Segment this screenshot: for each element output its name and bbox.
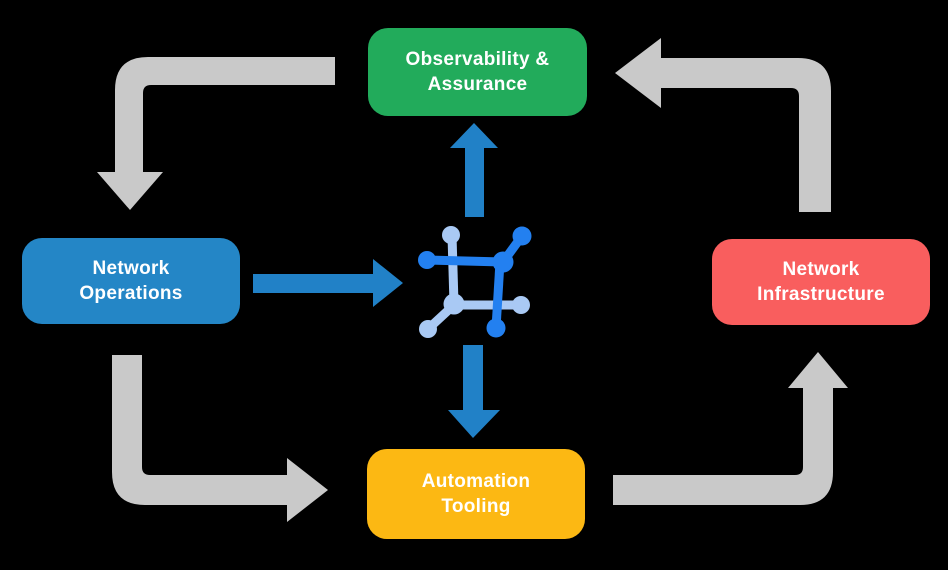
arrow-operations-to-center (253, 259, 403, 307)
arrow-observability-to-operations (97, 57, 335, 210)
node-label-line: Network (782, 259, 860, 280)
node-network-infrastructure: Network Infrastructure (712, 239, 930, 325)
arrow-automation-to-infrastructure (613, 352, 848, 505)
node-label-line: Operations (79, 283, 183, 304)
arrow-infrastructure-to-observability (615, 38, 831, 212)
arrow-center-to-automation (448, 345, 500, 438)
node-label-line: Observability & (405, 49, 550, 70)
node-network-operations: Network Operations (22, 238, 240, 324)
node-observability-assurance: Observability & Assurance (368, 28, 587, 116)
node-label-line: Infrastructure (757, 284, 885, 305)
node-label-line: Assurance (427, 74, 528, 95)
node-label-line: Automation (421, 471, 531, 492)
node-label-line: Network (92, 258, 170, 279)
arrow-center-to-observability (450, 123, 498, 217)
node-automation-tooling: Automation Tooling (367, 449, 585, 539)
arrow-operations-to-automation (112, 355, 328, 522)
node-label-line: Tooling (441, 496, 511, 517)
network-nodes-icon (418, 226, 532, 338)
